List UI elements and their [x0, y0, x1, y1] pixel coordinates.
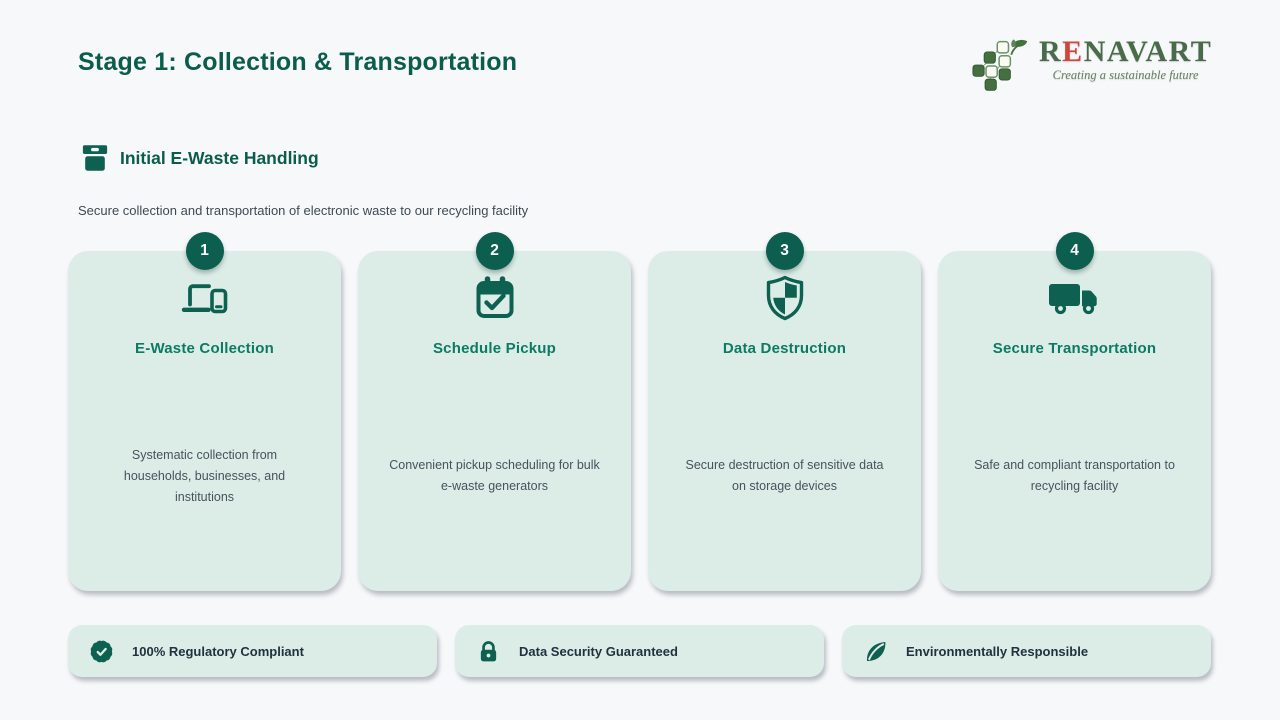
step-title: E-Waste Collection [135, 340, 274, 357]
logo-wordmark: RENAVART [1039, 36, 1212, 68]
footer-badge-label: Environmentally Responsible [906, 643, 1089, 659]
footer-badge-label: Data Security Guaranteed [519, 643, 678, 659]
step-card-data-destruction: 3 Data Destruction Secure destruction of… [648, 232, 921, 591]
step-number-badge: 2 [475, 232, 514, 270]
devices-icon [68, 275, 341, 321]
step-card-ewaste-collection: 1 E-Waste Collection Systematic collecti… [68, 232, 341, 591]
step-title: Secure Transportation [992, 340, 1157, 357]
footer-badge-regulatory: 100% Regulatory Compliant [68, 625, 437, 677]
step-description: Convenient pickup scheduling for bulk e-… [389, 458, 600, 493]
archive-bin-icon [82, 145, 108, 171]
step-number-badge: 1 [185, 232, 224, 270]
logo-text: RENAVART Creating a sustainable future [1039, 36, 1212, 83]
step-description: Systematic collection from households, b… [123, 447, 286, 504]
logo-letter-r: R [1039, 35, 1063, 68]
step-card-schedule-pickup: 2 Schedule Pickup Convenient pickup sche… [358, 232, 631, 591]
certificate-check-icon [90, 640, 113, 662]
pixel-cluster-leaf-icon [972, 39, 1028, 91]
step-card-secure-transportation: 4 Secure Transportation Safe and complia… [938, 232, 1211, 591]
footer-badge-label: 100% Regulatory Compliant [132, 643, 304, 659]
logo-letter-e: E [1062, 35, 1084, 68]
page-title: Stage 1: Collection & Transportation [78, 48, 518, 76]
shield-icon [648, 275, 921, 321]
section-title: Initial E-Waste Handling [120, 147, 319, 168]
step-title: Schedule Pickup [432, 340, 557, 357]
truck-icon [938, 275, 1211, 321]
logo-tagline: Creating a sustainable future [1052, 67, 1199, 82]
step-description: Safe and compliant transportation to rec… [974, 458, 1175, 493]
step-title: Data Destruction [722, 340, 847, 357]
leaf-icon [866, 641, 886, 661]
lock-icon [480, 640, 497, 661]
step-number-badge: 4 [1055, 232, 1094, 270]
logo-letters-rest: NAVART [1083, 35, 1213, 68]
steps-row: 1 E-Waste Collection Systematic collecti… [68, 232, 1211, 591]
calendar-check-icon [358, 275, 631, 321]
footer-badge-environment: Environmentally Responsible [842, 625, 1211, 677]
step-number-badge: 3 [765, 232, 804, 270]
footer-badge-security: Data Security Guaranteed [455, 625, 824, 677]
company-logo: RENAVART Creating a sustainable future [972, 36, 1212, 93]
section-header: Initial E-Waste Handling [81, 143, 319, 173]
section-subtitle: Secure collection and transportation of … [78, 203, 529, 218]
step-description: Secure destruction of sensitive data on … [685, 458, 884, 493]
footer-badges: 100% Regulatory Compliant Data Security … [68, 625, 1211, 677]
